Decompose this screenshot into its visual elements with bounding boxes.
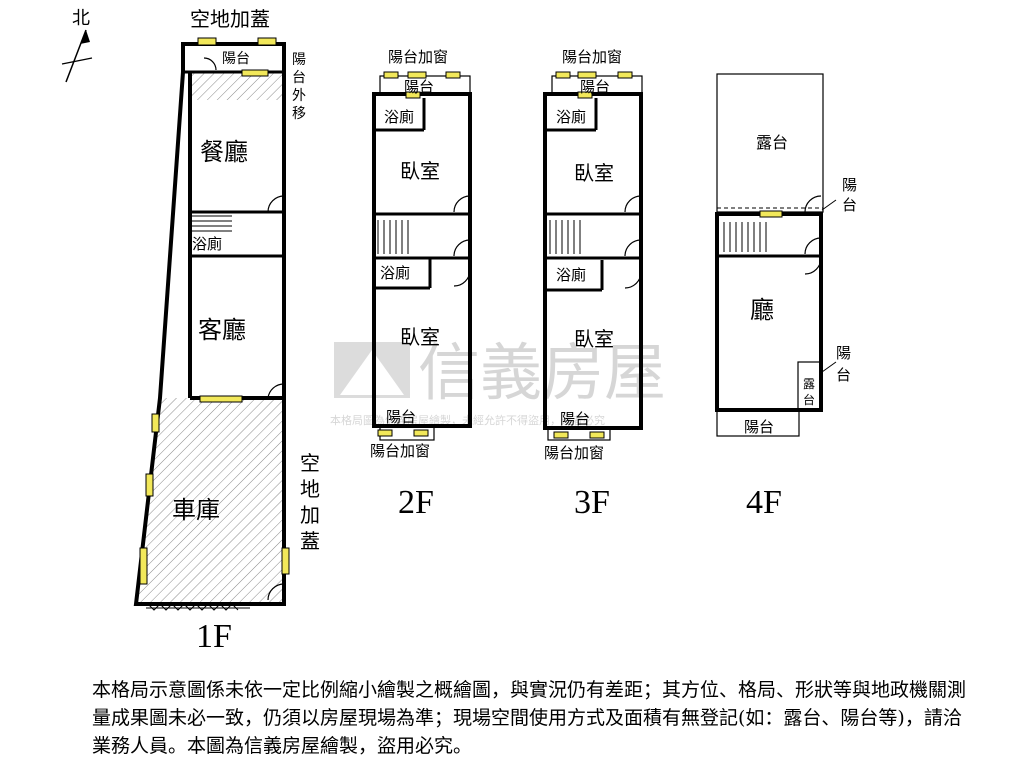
3f-balcony-bottom-label: 陽台 xyxy=(560,410,590,428)
svg-text:台: 台 xyxy=(836,366,851,384)
svg-text:蓋: 蓋 xyxy=(300,529,320,553)
2f-bedroom-bottom-label: 臥室 xyxy=(400,325,440,349)
2f-bath-mid-label: 浴廁 xyxy=(380,264,410,282)
floor-label-1f: 1F xyxy=(196,618,232,655)
4f-hall-label: 廳 xyxy=(750,296,774,324)
disclaimer-text: 本格局示意圖係未依一定比例縮小繪製之概繪圖，與實況仍有差距；其方位、格局、形狀等… xyxy=(92,679,967,757)
1f-side-extension-label: 空 地 加 蓋 xyxy=(300,451,320,553)
svg-text:加: 加 xyxy=(300,503,320,527)
garage-area xyxy=(136,72,284,604)
svg-text:移: 移 xyxy=(292,106,306,122)
watermark-notice: 本格局圖為信義房屋繪製，未經允許不得盜用，違者必究 xyxy=(330,413,605,427)
svg-text:地: 地 xyxy=(300,477,320,501)
4f-balcony-side-top-label: 陽 台 xyxy=(842,176,857,214)
4f-terrace-label: 露台 xyxy=(756,133,788,152)
2f-balcony-window-bottom-label: 陽台加窗 xyxy=(370,442,430,460)
1f-bath-label: 浴廁 xyxy=(192,235,222,253)
svg-text:陽: 陽 xyxy=(292,52,306,68)
2f-bedroom-top-label: 臥室 xyxy=(400,159,440,183)
watermark: 信義房屋 本格局圖為信義房屋繪製，未經允許不得盜用，違者必究 xyxy=(330,336,666,427)
3f-bath-mid-label: 浴廁 xyxy=(556,266,586,284)
svg-text:外: 外 xyxy=(292,88,306,104)
4f-balcony-side-bottom-label: 陽 台 xyxy=(836,344,851,384)
2f-balcony-bottom-label: 陽台 xyxy=(386,408,416,426)
3f-bedroom-top-label: 臥室 xyxy=(574,161,614,185)
floor-label-2f: 2F xyxy=(398,484,434,521)
floor-label-4f: 4F xyxy=(746,484,782,521)
1f-living-label: 客廳 xyxy=(198,316,246,344)
north-arrow: 北 xyxy=(61,8,93,83)
4f-balcony-bottom-label: 陽台 xyxy=(744,418,774,436)
svg-text:露: 露 xyxy=(803,377,815,391)
3f-balcony-window-bottom-label: 陽台加窗 xyxy=(544,444,604,462)
2f-balcony-window-top-label: 陽台加窗 xyxy=(388,48,448,66)
svg-text:台: 台 xyxy=(842,196,857,214)
1f-balcony-moved-label: 陽 台 外 移 xyxy=(292,52,306,122)
3f-balcony-window-top-label: 陽台加窗 xyxy=(562,48,622,66)
2f-balcony-top-label: 陽台 xyxy=(404,78,434,96)
3f-bedroom-bottom-label: 臥室 xyxy=(574,327,614,351)
2f-bath-top-label: 浴廁 xyxy=(384,108,414,126)
north-label: 北 xyxy=(72,8,90,29)
1f-garage-label: 車庫 xyxy=(172,496,220,524)
3f-balcony-top-label: 陽台 xyxy=(580,78,610,96)
svg-text:空: 空 xyxy=(300,451,320,475)
1f-dining-label: 餐廳 xyxy=(200,138,248,166)
floor-1f: 空地加蓋 陽台 陽 台 外 移 餐廳 浴廁 客廳 車庫 空 地 加 蓋 xyxy=(133,7,320,611)
floor-label-3f: 3F xyxy=(574,484,610,521)
3f-bath-top-label: 浴廁 xyxy=(556,108,586,126)
watermark-brand: 信義房屋 xyxy=(418,336,666,409)
balcony-moved-area xyxy=(190,72,282,100)
svg-text:台: 台 xyxy=(803,392,815,407)
floor-4f: 露台 陽 台 廳 陽 台 露 台 陽台 xyxy=(715,73,857,437)
svg-text:陽: 陽 xyxy=(836,344,851,362)
floor-3f: 陽台加窗 陽台 浴廁 臥室 浴廁 臥室 陽台 陽台加窗 xyxy=(543,48,643,462)
1f-top-extension-label: 空地加蓋 xyxy=(190,7,270,31)
floor-2f: 陽台加窗 陽台 浴廁 臥室 浴廁 臥室 陽台 陽台加窗 xyxy=(370,48,472,460)
4f-terrace-small-label: 露 台 xyxy=(803,377,815,407)
svg-text:台: 台 xyxy=(292,70,306,86)
1f-balcony-label: 陽台 xyxy=(222,51,250,67)
svg-text:陽: 陽 xyxy=(842,176,857,194)
